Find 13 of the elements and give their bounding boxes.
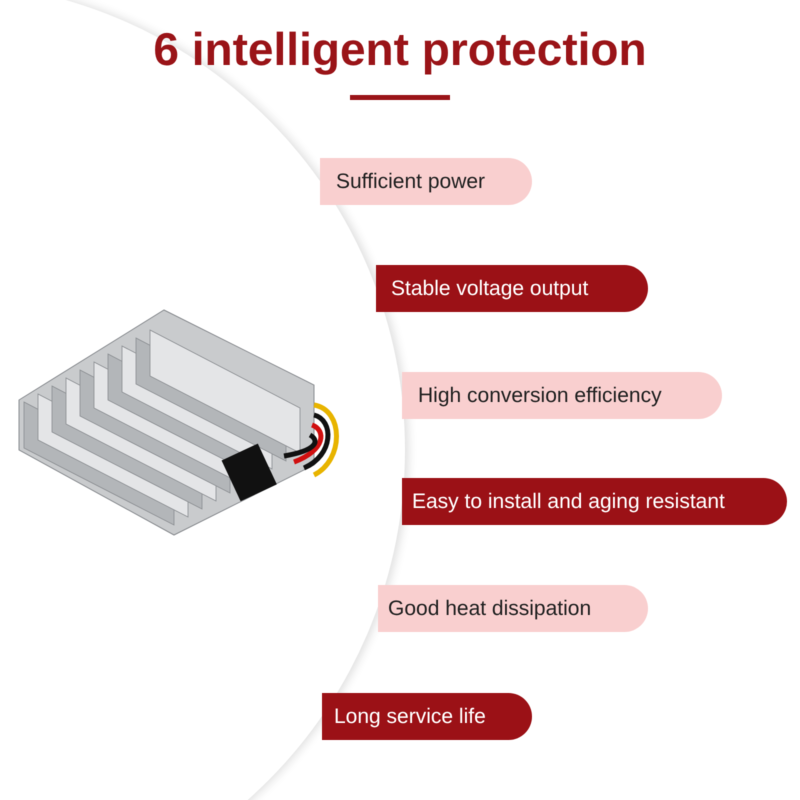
title: 6 intelligent protection [152, 22, 648, 76]
feature-pill [402, 478, 787, 525]
feature-pill [322, 693, 532, 740]
feature-pill [378, 585, 648, 632]
feature-text: Easy to install and aging resistant [412, 488, 725, 514]
feature-pill [402, 372, 722, 419]
feature-text: Long service life [334, 704, 486, 730]
feature-pill [320, 158, 532, 205]
feature-text: Stable voltage output [391, 276, 588, 302]
feature-pill [376, 265, 648, 312]
feature-text: High conversion efficiency [418, 382, 662, 408]
feature-text: Sufficient power [336, 168, 486, 194]
feature-text: Good heat dissipation [388, 596, 592, 622]
